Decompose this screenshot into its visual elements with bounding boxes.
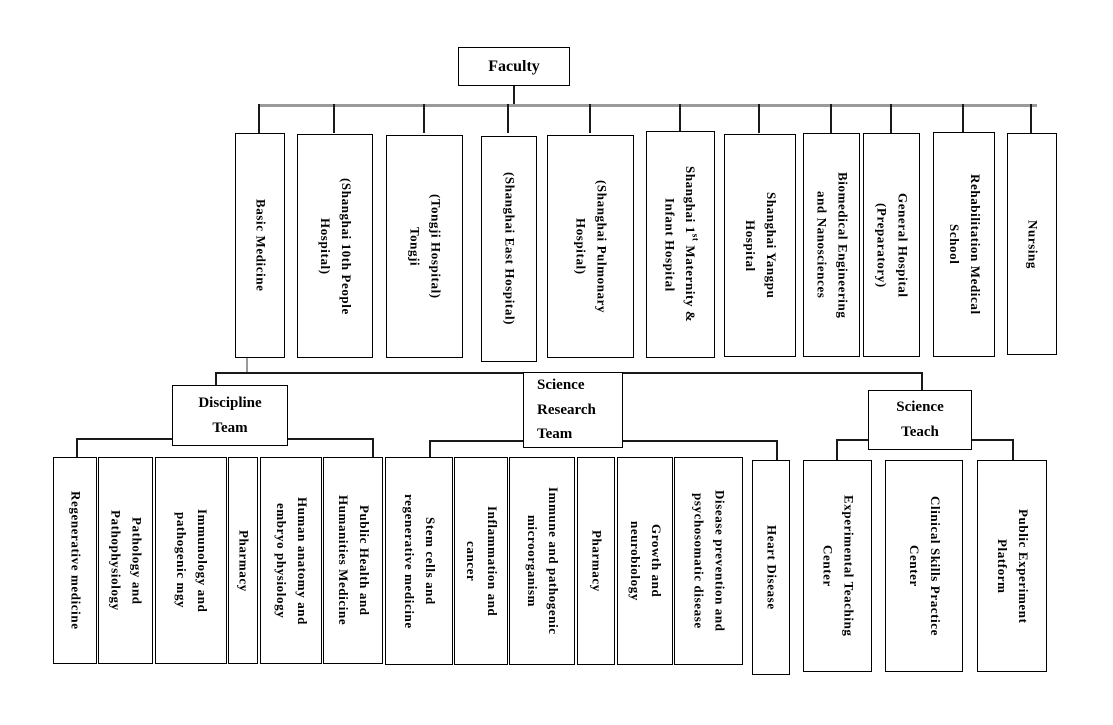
box-shanghai-1st-maternity-infant-hospital-label: Shanghai 1st Maternity & Infant Hospital bbox=[662, 166, 701, 323]
box-inflammation-cancer: Inflammation and cancer bbox=[454, 457, 508, 665]
box-basic-medicine: Basic Medicine bbox=[235, 133, 285, 358]
box-public-health-humanities-medicine: Public Health and Humanities Medicine bbox=[323, 457, 383, 664]
box-shanghai-10th-people-hospital: (Shanghai 10th People Hospital) bbox=[297, 134, 373, 358]
box-biomedical-engineering-nanosciences: Biomedical Engineering and Nanosciences bbox=[803, 133, 860, 357]
connector-drop-unit-7 bbox=[758, 104, 760, 133]
connector-drop-unit-3 bbox=[423, 104, 425, 133]
box-discipline-team: Discipline Team bbox=[172, 385, 288, 446]
box-shanghai-pulmonary-hospital: (Shanghai Pulmonary Hospital) bbox=[547, 135, 634, 358]
connector-drop-unit-11 bbox=[1030, 104, 1032, 133]
box-immunology-pathogenic: Immunology and pathogenic mgy bbox=[155, 457, 227, 664]
connector-drop-unit-5 bbox=[589, 104, 591, 133]
box-regenerative-medicine: Regenerative medicine bbox=[53, 457, 97, 664]
box-heart-disease: Heart Disease bbox=[752, 460, 790, 675]
box-shanghai-1st-maternity-infant-hospital: Shanghai 1st Maternity & Infant Hospital bbox=[646, 131, 715, 358]
connector-drop-unit-6 bbox=[679, 104, 681, 133]
box-science-research-team: Science Research Team bbox=[523, 372, 623, 448]
connector-drop-unit-4 bbox=[507, 104, 509, 133]
box-human-anatomy-embryo-physiology: Human anatomy and embryo physiology bbox=[260, 457, 322, 664]
connector-teach-drop-right bbox=[1012, 439, 1014, 460]
connector-discipline-bus-left bbox=[76, 438, 172, 440]
connector-teach-bus-right bbox=[972, 439, 1014, 441]
connector-discipline-drop-left bbox=[76, 438, 78, 457]
faculty-label: Faculty bbox=[488, 57, 540, 75]
box-shanghai-pulmonary-hospital-label: (Shanghai Pulmonary Hospital) bbox=[573, 179, 610, 314]
box-public-experiment-platform: Public Experiment Platform bbox=[977, 460, 1047, 672]
box-tongji-hospital-tongji-label: (Tongji Hospital) Tongji bbox=[407, 194, 444, 299]
connector-drop-unit-1 bbox=[258, 104, 260, 133]
box-pathology-pathophysiology: Pathology and Pathophysiology bbox=[98, 457, 153, 664]
box-faculty: Faculty bbox=[458, 47, 570, 86]
box-shanghai-yangpu-hospital-label: Shanghai Yangpu Hospital bbox=[743, 192, 779, 299]
box-rehabilitation-medical-school: Rehabilitation Medical School bbox=[933, 132, 995, 357]
box-nursing-label: Nursing bbox=[1025, 219, 1041, 269]
connector-research-bus-right bbox=[623, 440, 778, 442]
connector-drop-teach bbox=[921, 372, 923, 391]
superscript-st: st bbox=[690, 234, 701, 242]
box-general-hospital-preparatory: General Hospital (Preparatory) bbox=[863, 133, 920, 357]
connector-top-bus bbox=[258, 104, 1037, 107]
box-shanghai-east-hospital-label: (Shanghai East Hospital) bbox=[502, 172, 518, 326]
box-experimental-teaching-center: Experimental Teaching Center bbox=[803, 460, 872, 672]
box-discipline-pharmacy: Pharmacy bbox=[228, 457, 258, 664]
box-shanghai-east-hospital: (Shanghai East Hospital) bbox=[481, 136, 537, 362]
box-general-hospital-preparatory-label: General Hospital (Preparatory) bbox=[874, 192, 911, 298]
box-research-pharmacy: Pharmacy bbox=[577, 457, 615, 665]
box-clinical-skills-practice-center: Clinical Skills Practice Center bbox=[885, 460, 963, 672]
box-basic-medicine-label: Basic Medicine bbox=[253, 199, 269, 292]
connector-drop-unit-2 bbox=[333, 104, 335, 133]
connector-teach-bus-left bbox=[836, 439, 868, 441]
box-rehabilitation-medical-school-label: Rehabilitation Medical School bbox=[947, 174, 983, 315]
connector-research-drop-right bbox=[776, 440, 778, 460]
box-nursing: Nursing bbox=[1007, 133, 1057, 355]
connector-drop-unit-9 bbox=[890, 104, 892, 133]
connector-drop-discipline bbox=[215, 372, 217, 386]
connector-drop-unit-8 bbox=[830, 104, 832, 133]
connector-discipline-bus-right bbox=[288, 438, 374, 440]
connector-research-drop-left bbox=[429, 440, 431, 457]
box-shanghai-yangpu-hospital: Shanghai Yangpu Hospital bbox=[724, 134, 796, 357]
box-immune-pathogenic-microorganism: Immune and pathogenic microorganism bbox=[509, 457, 575, 665]
connector-drop-unit-10 bbox=[962, 104, 964, 133]
box-shanghai-10th-people-hospital-label: (Shanghai 10th People Hospital) bbox=[318, 177, 354, 315]
box-biomedical-engineering-nanosciences-label: Biomedical Engineering and Nanosciences bbox=[814, 171, 851, 319]
box-tongji-hospital-tongji: (Tongji Hospital) Tongji bbox=[386, 135, 463, 358]
connector-basic-medicine-stub bbox=[246, 358, 248, 373]
box-disease-prevention-psychosomatic: Disease prevention and psychosomatic dis… bbox=[674, 457, 743, 665]
connector-research-bus-left bbox=[429, 440, 523, 442]
box-growth-neurobiology: Growth and neurobiology bbox=[617, 457, 673, 665]
connector-teach-drop-left bbox=[836, 439, 838, 460]
connector-discipline-drop-right bbox=[372, 438, 374, 457]
box-stem-cells-regenerative-medicine: Stem cells and regenerative medicine bbox=[385, 457, 453, 665]
connector-faculty-stub bbox=[513, 86, 515, 105]
box-science-teach: Science Teach bbox=[868, 390, 972, 450]
